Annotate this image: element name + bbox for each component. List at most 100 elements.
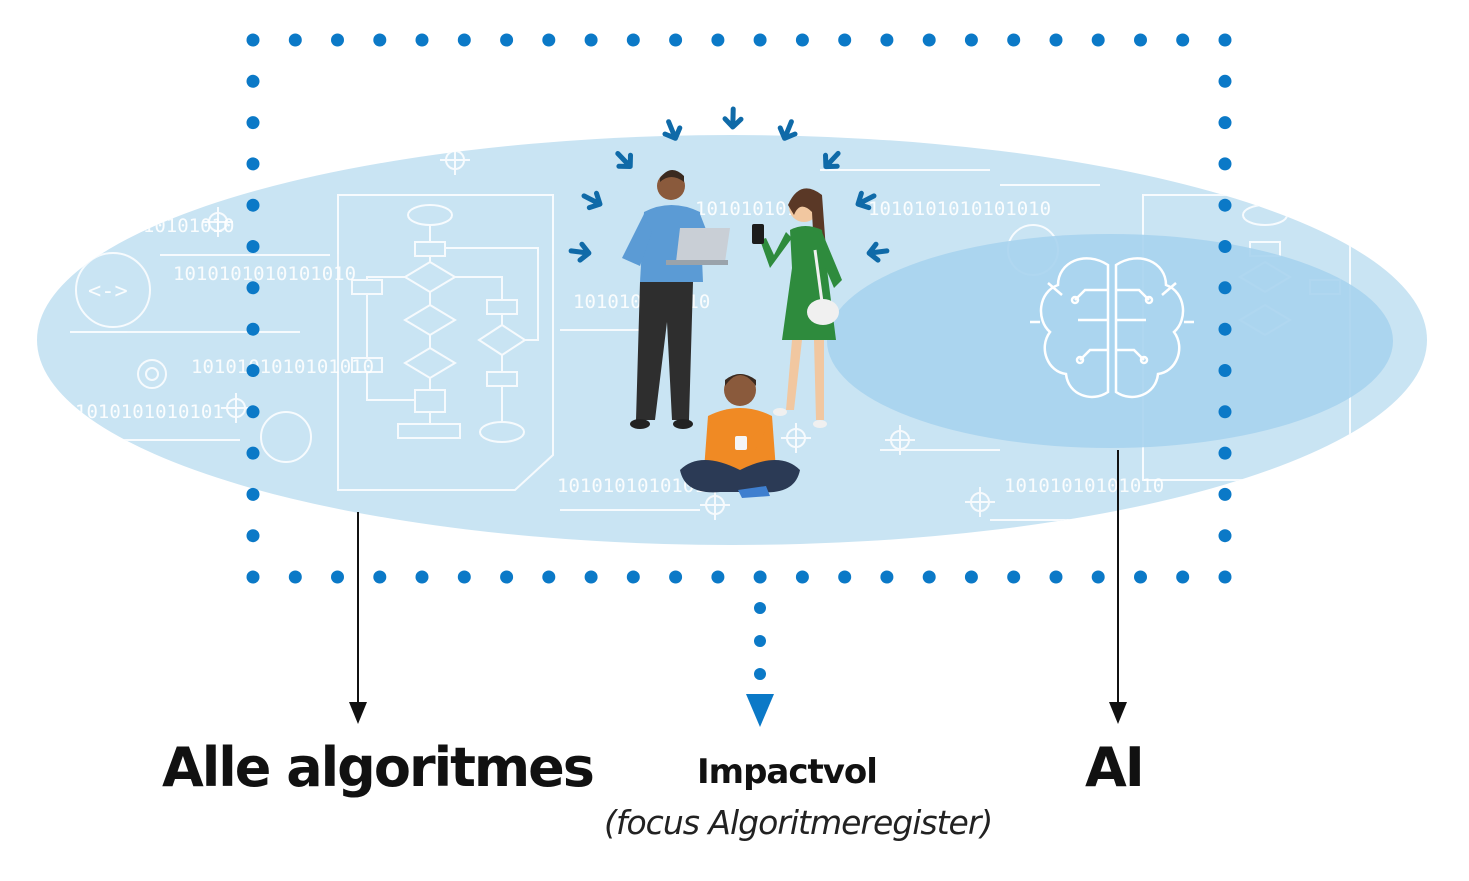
binary-text: 1010101010101010: [173, 263, 356, 285]
frame-dot: [1007, 570, 1021, 584]
frame-dot: [1218, 487, 1232, 501]
frame-dot: [246, 198, 260, 212]
frame-dot: [1218, 157, 1232, 171]
label-all-algorithms: Alle algoritmes: [162, 736, 595, 799]
frame-dot: [838, 33, 852, 47]
label-focus-note: (focus Algoritmeregister): [604, 803, 993, 842]
inward-arrow-icon: [855, 190, 877, 211]
inward-arrow-icon: [662, 119, 683, 141]
crosshair-icon: [965, 487, 995, 517]
frame-dot: [880, 33, 894, 47]
frame-dot: [246, 240, 260, 253]
frame-dot: [246, 33, 260, 47]
frame-dot: [795, 570, 809, 584]
crosshair-icon: [885, 425, 915, 455]
people-illustration: [622, 169, 842, 498]
frame-dot: [246, 322, 260, 336]
frame-dot: [626, 570, 640, 584]
man-with-laptop: [622, 169, 730, 429]
frame-dot: [1049, 33, 1063, 47]
frame-dot: [584, 33, 598, 47]
frame-dot: [922, 570, 936, 584]
frame-dot: [246, 446, 260, 460]
frame-dot: [1091, 33, 1105, 47]
frame-dot: [1134, 33, 1147, 47]
impactful-dotted-frame: [246, 33, 1232, 584]
frame-dot: [415, 570, 429, 584]
frame-dot: [1218, 198, 1232, 212]
frame-dot: [457, 33, 471, 47]
sitting-man-with-phone: [680, 374, 800, 498]
crosshair-icon: [700, 490, 730, 520]
frame-dot: [288, 33, 302, 47]
frame-dot: [542, 33, 556, 47]
crosshair-icon: [221, 393, 251, 423]
frame-dot: [753, 570, 767, 584]
frame-dot: [1218, 240, 1232, 253]
frame-dot: [711, 33, 725, 47]
frame-dot: [500, 570, 514, 584]
frame-dot: [922, 33, 936, 47]
connector-all-algorithms: [349, 512, 367, 724]
frame-dot: [1218, 116, 1232, 130]
frame-dot: [753, 33, 767, 47]
frame-dot: [1007, 33, 1021, 47]
frame-dot: [1218, 281, 1232, 295]
frame-dot: [1176, 570, 1190, 584]
frame-dot: [246, 405, 260, 419]
frame-dot: [964, 33, 978, 47]
frame-dot: [542, 570, 556, 584]
inward-arrow-icon: [823, 150, 841, 170]
frame-dot: [415, 33, 429, 47]
frame-dot: [838, 570, 852, 584]
ai-brain-icon: [1030, 257, 1194, 399]
frame-dot: [1218, 570, 1232, 584]
frame-dot: [795, 33, 809, 47]
frame-dot: [1218, 33, 1232, 47]
frame-dot: [457, 570, 471, 584]
frame-dot: [246, 74, 260, 88]
frame-dot: [246, 529, 260, 543]
frame-dot: [669, 33, 683, 47]
frame-dot: [246, 281, 260, 295]
frame-dot: [331, 33, 344, 47]
frame-dot: [1218, 446, 1232, 460]
frame-dot: [331, 570, 344, 584]
frame-dot: [1218, 74, 1232, 88]
gear-icon: [137, 359, 167, 389]
down-triangle-icon: [746, 694, 774, 727]
frame-dot: [1218, 364, 1232, 377]
frame-dot: [373, 570, 387, 584]
binary-text: 1010101010101: [75, 401, 224, 423]
crosshair-icon: [203, 207, 233, 237]
focus-arrows: [568, 106, 890, 263]
code-circle-icon: [75, 252, 151, 328]
code-circle-icon: [260, 411, 312, 463]
frame-dot: [1218, 529, 1232, 543]
frame-dot: [1218, 405, 1232, 419]
frame-dot: [1091, 570, 1105, 584]
label-impactful: Impactvol: [697, 752, 878, 792]
inward-arrow-icon: [568, 241, 592, 263]
frame-dot: [373, 33, 387, 47]
binary-text: 1010101010101010: [868, 198, 1051, 220]
code-symbol: <->: [88, 279, 128, 304]
frame-dot: [246, 116, 260, 130]
frame-dot: [584, 570, 598, 584]
crosshair-icon: [781, 423, 811, 453]
frame-dot: [246, 487, 260, 501]
inward-arrow-icon: [777, 119, 798, 141]
connector-impactful: [746, 602, 774, 727]
binary-text: 1010101010101010: [191, 356, 374, 378]
frame-dot: [500, 33, 514, 47]
flowchart-icon: [337, 194, 554, 491]
connector-ai: [1109, 450, 1127, 724]
frame-dot: [1176, 33, 1190, 47]
frame-dot: [1134, 570, 1147, 584]
woman-with-phone: [752, 188, 842, 428]
frame-dot: [246, 157, 260, 171]
frame-dot: [1218, 322, 1232, 336]
frame-dot: [246, 364, 260, 377]
ai-ellipse: [827, 234, 1393, 448]
